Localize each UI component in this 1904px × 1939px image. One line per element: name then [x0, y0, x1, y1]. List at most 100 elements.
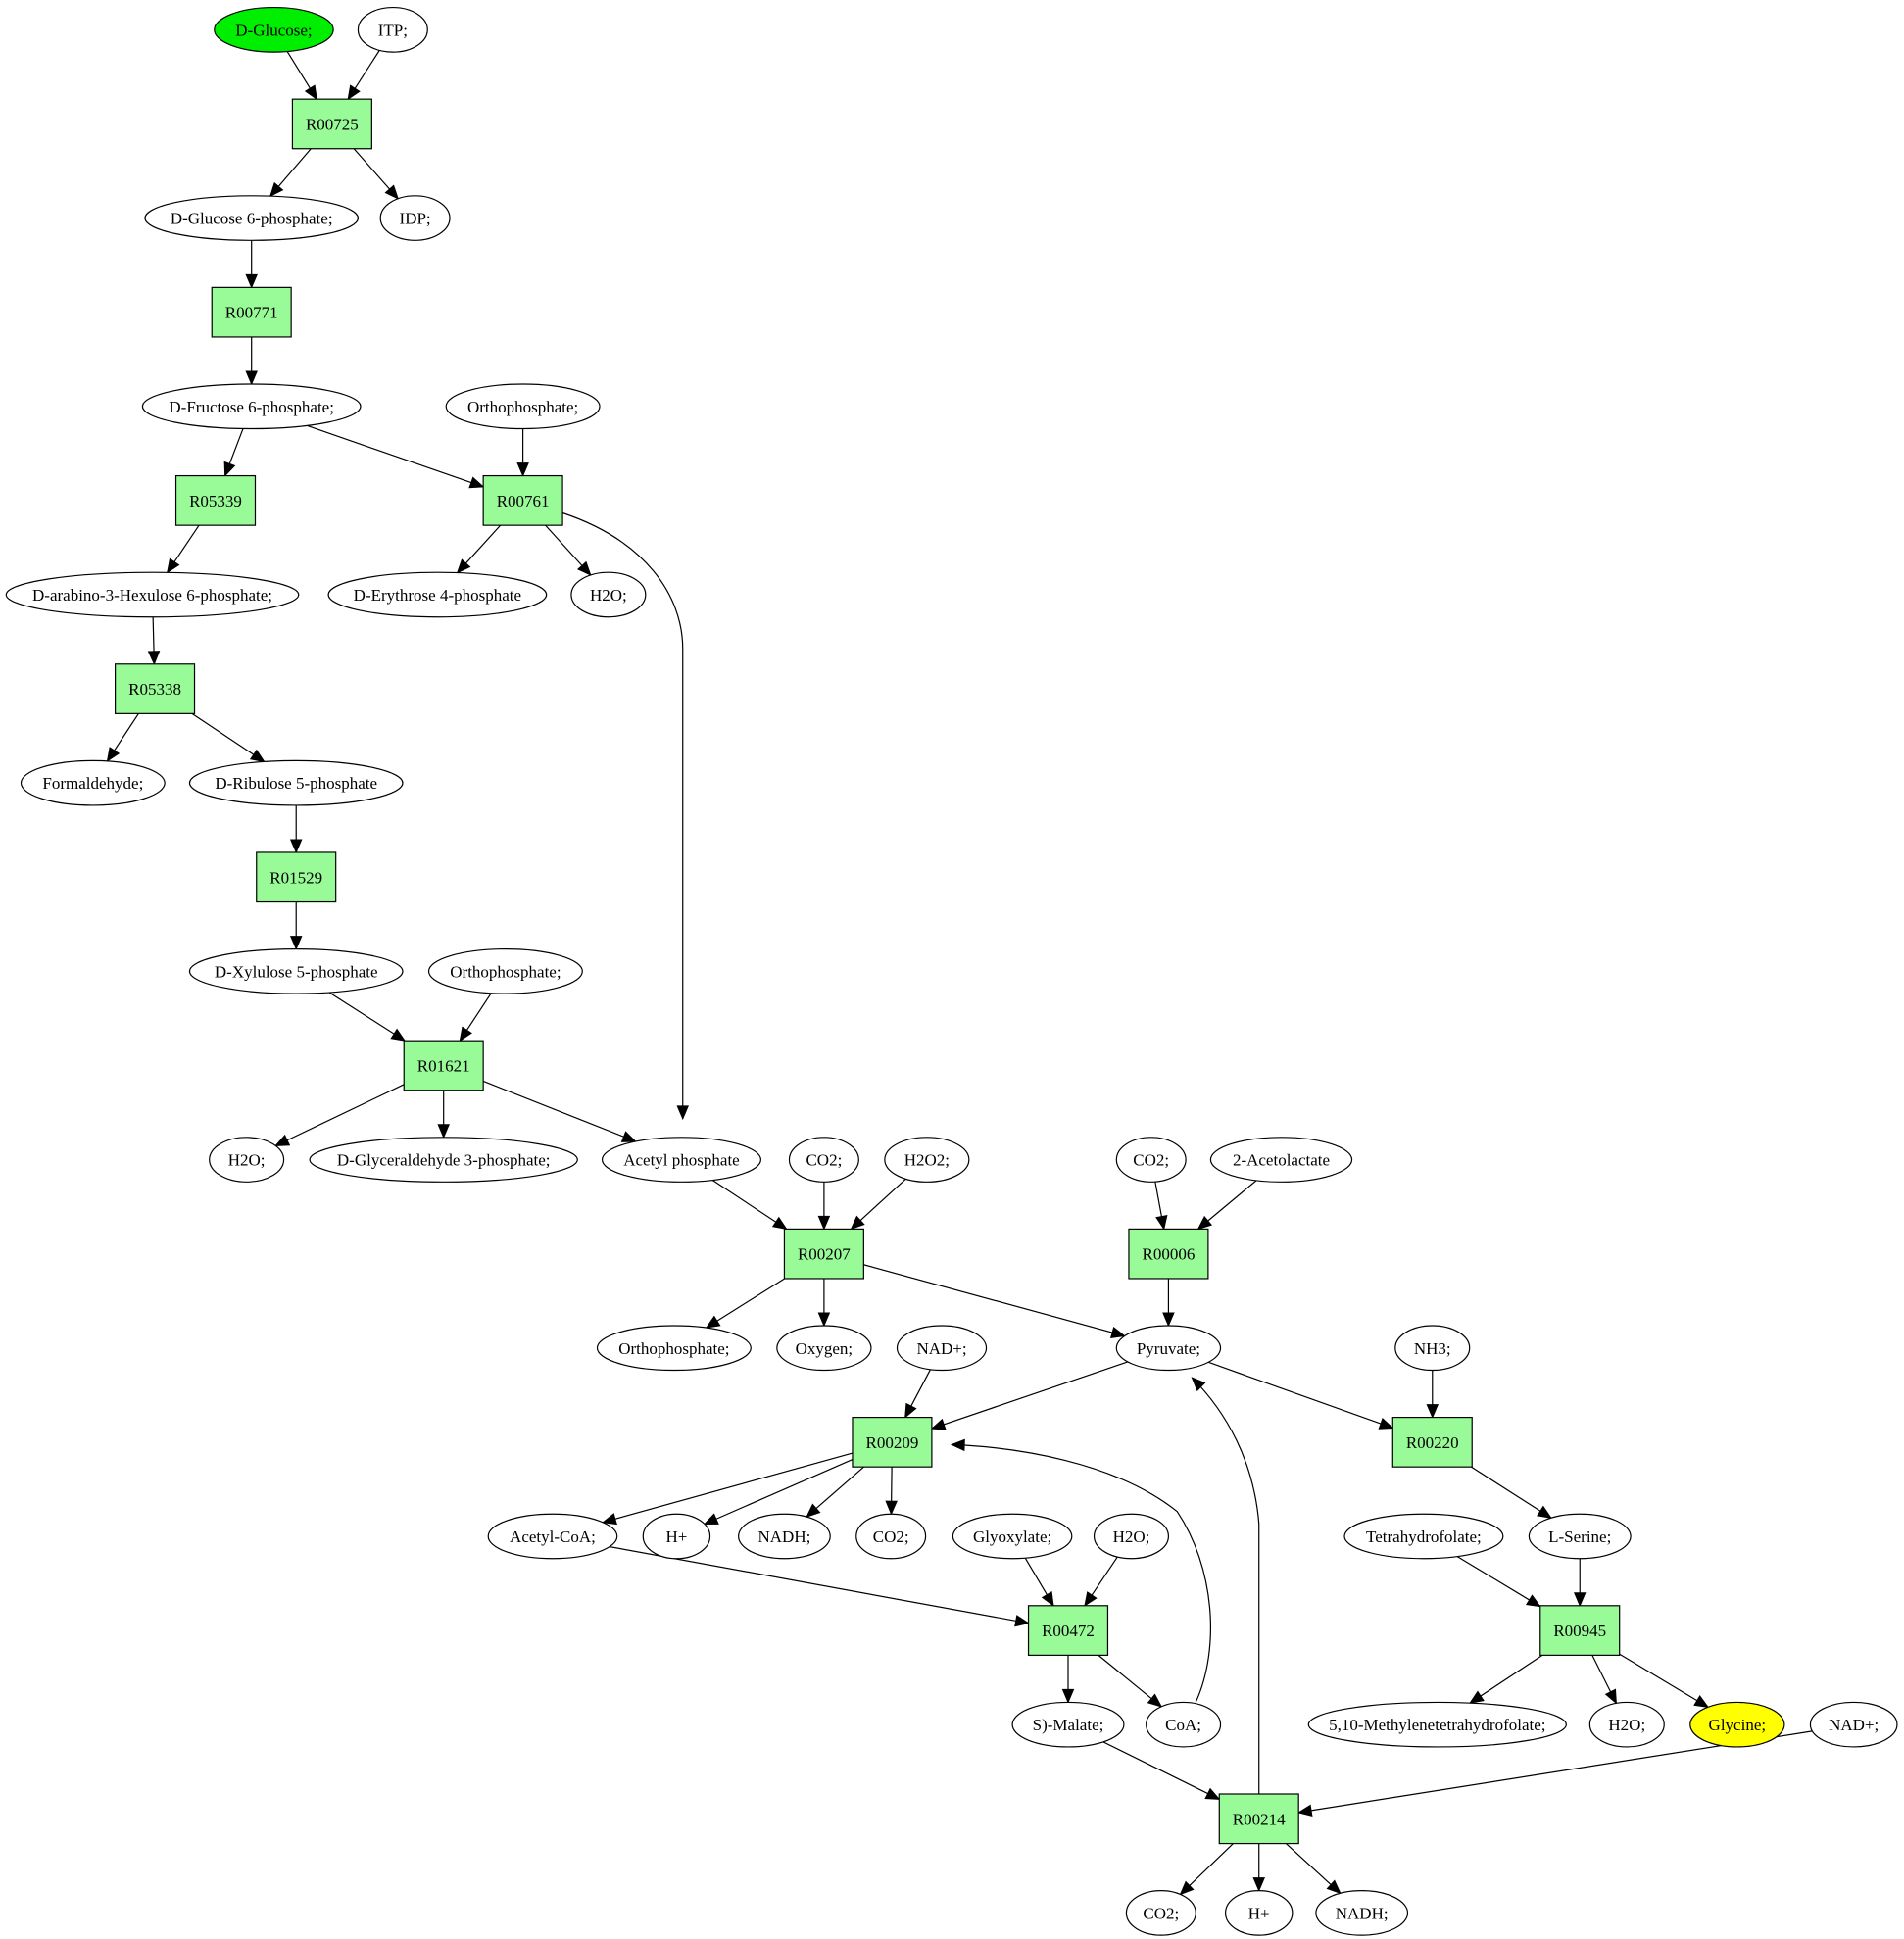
- arrowhead: [1014, 1615, 1030, 1627]
- edge-line: [1619, 1653, 1709, 1708]
- reaction-node-r-01529[interactable]: R01529: [256, 851, 337, 903]
- edge-c_glyoxylate-to-r_00472: [1024, 1557, 1054, 1607]
- compound-node-c-pyruvate[interactable]: Pyruvate;: [1115, 1325, 1222, 1372]
- edge-r_00209-to-c_acoa: [602, 1452, 854, 1526]
- node-label: R05338: [128, 680, 181, 699]
- arrowhead: [1604, 1688, 1617, 1705]
- compound-node-c-pi1[interactable]: Orthophosphate;: [445, 383, 601, 430]
- compound-node-c-nh3[interactable]: NH3;: [1394, 1325, 1471, 1372]
- edge-line: [711, 1180, 787, 1230]
- compound-node-c-nadh2[interactable]: NADH;: [1315, 1890, 1409, 1936]
- compound-ellipse: [1146, 1701, 1222, 1748]
- compound-node-c-xu5p[interactable]: D-Xylulose 5-phosphate: [188, 948, 404, 994]
- node-label: R00945: [1553, 1622, 1606, 1640]
- compound-node-c-acp[interactable]: Acetyl phosphate: [601, 1137, 762, 1183]
- compound-node-c-g6p[interactable]: D-Glucose 6-phosphate;: [144, 195, 360, 241]
- node-label: CO2;: [806, 1151, 842, 1170]
- compound-node-c-itp[interactable]: ITP;: [357, 6, 428, 53]
- compound-node-c-h2[interactable]: H+: [1224, 1890, 1294, 1936]
- edge-r_00207-to-c_oxygen: [817, 1278, 831, 1328]
- reaction-node-r-00214[interactable]: R00214: [1218, 1793, 1299, 1845]
- compound-node-c-co2c[interactable]: CO2;: [855, 1513, 927, 1560]
- compound-node-c-nad2[interactable]: NAD+;: [1809, 1701, 1898, 1748]
- reaction-node-r-00006[interactable]: R00006: [1128, 1228, 1209, 1280]
- compound-node-c-co2a[interactable]: CO2;: [788, 1137, 859, 1183]
- reaction-box: [1539, 1605, 1621, 1656]
- compound-node-c-h2o2b[interactable]: H2O2;: [884, 1137, 970, 1183]
- arrowhead: [1147, 1693, 1163, 1708]
- compound-node-c-e4p[interactable]: D-Erythrose 4-phosphate: [327, 571, 548, 618]
- node-label: D-arabino-3-Hexulose 6-phosphate;: [32, 586, 272, 605]
- compound-node-c-thf[interactable]: Tetrahydrofolate;: [1343, 1513, 1504, 1560]
- node-label: CoA;: [1165, 1716, 1201, 1734]
- reaction-node-r-00761[interactable]: R00761: [482, 474, 563, 526]
- reaction-node-r-00220[interactable]: R00220: [1391, 1416, 1473, 1468]
- compound-node-c-pi2[interactable]: Orthophosphate;: [427, 948, 583, 994]
- arrowhead: [1252, 1877, 1265, 1892]
- arrowhead: [1573, 1592, 1587, 1608]
- edge-r_01621-to-c_acp: [482, 1080, 637, 1142]
- compound-node-c-dglucose[interactable]: D-Glucose;: [214, 6, 334, 53]
- reaction-node-r-01621[interactable]: R01621: [403, 1040, 484, 1091]
- edge-c_malate-to-r_00214: [1102, 1741, 1221, 1800]
- reaction-node-r-05338[interactable]: R05338: [114, 663, 196, 714]
- reaction-node-r-00209[interactable]: R00209: [852, 1416, 933, 1468]
- node-label: R01529: [269, 868, 322, 887]
- node-label: R00761: [497, 492, 550, 510]
- compound-ellipse: [596, 1325, 752, 1372]
- compound-node-c-h1[interactable]: H+: [642, 1513, 711, 1560]
- compound-node-c-pi3[interactable]: Orthophosphate;: [596, 1325, 752, 1372]
- edge-line: [1456, 1556, 1541, 1608]
- reaction-node-r-00725[interactable]: R00725: [291, 98, 372, 150]
- compound-node-c-gap[interactable]: D-Glyceraldehyde 3-phosphate;: [309, 1137, 578, 1183]
- node-label: Orthophosphate;: [450, 962, 561, 981]
- compound-node-c-coa[interactable]: CoA;: [1146, 1701, 1222, 1748]
- node-label: Orthophosphate;: [467, 398, 578, 416]
- arrowhead: [304, 84, 317, 101]
- arrowhead: [289, 839, 303, 854]
- edge-line: [561, 511, 684, 1119]
- edge-r_00220-to-c_serine: [1471, 1466, 1552, 1519]
- compound-node-c-h2o1[interactable]: H2O;: [570, 571, 647, 618]
- arrowhead: [1155, 1214, 1168, 1231]
- compound-node-c-idp[interactable]: IDP;: [379, 195, 451, 241]
- compound-node-c-glycine[interactable]: Glycine;: [1689, 1701, 1785, 1748]
- compound-node-c-h2o3[interactable]: H2O;: [1093, 1513, 1170, 1560]
- compound-node-c-serine[interactable]: L-Serine;: [1528, 1513, 1632, 1560]
- reaction-node-r-00771[interactable]: R00771: [211, 286, 292, 338]
- reaction-node-r-05339[interactable]: R05339: [174, 474, 257, 526]
- compound-node-c-glyoxylate[interactable]: Glyoxylate;: [952, 1513, 1073, 1560]
- edge-c_ru5p-to-r_01529: [289, 804, 303, 854]
- compound-node-c-h2o2[interactable]: H2O;: [209, 1137, 285, 1183]
- compound-node-c-nadh1[interactable]: NADH;: [738, 1513, 831, 1560]
- arrowhead: [274, 1134, 291, 1146]
- compound-node-c-f6p[interactable]: D-Fructose 6-phosphate;: [141, 383, 362, 430]
- compound-node-c-h2o4[interactable]: H2O;: [1588, 1701, 1665, 1748]
- reaction-node-r-00472[interactable]: R00472: [1027, 1605, 1109, 1656]
- edge-c_acoa-to-r_00472: [610, 1546, 1030, 1627]
- node-label: H+: [1248, 1904, 1270, 1922]
- compound-node-c-malate[interactable]: S)-Malate;: [1011, 1701, 1125, 1748]
- node-label: Glyoxylate;: [973, 1527, 1051, 1546]
- reaction-node-r-00207[interactable]: R00207: [783, 1228, 864, 1280]
- compound-node-c-acetolactate[interactable]: 2-Acetolactate: [1209, 1137, 1353, 1183]
- node-label: Tetrahydrofolate;: [1366, 1527, 1482, 1546]
- reaction-node-r-00945[interactable]: R00945: [1539, 1605, 1621, 1656]
- arrowhead: [676, 1105, 689, 1121]
- edge-c_dglucose-to-r_00725: [286, 51, 317, 101]
- compound-node-c-oxygen[interactable]: Oxygen;: [776, 1325, 872, 1372]
- edge-r_01621-to-c_h2o2: [274, 1084, 405, 1146]
- compound-node-c-ru5p[interactable]: D-Ribulose 5-phosphate: [188, 759, 404, 806]
- node-label: ITP;: [378, 21, 408, 39]
- compound-node-c-formaldehyde[interactable]: Formaldehyde;: [20, 759, 166, 806]
- compound-node-c-methylene[interactable]: 5,10-Methylenetetrahydrofolate;: [1307, 1701, 1567, 1748]
- edge-c_h2o3-to-r_00472: [1084, 1556, 1118, 1607]
- compound-node-c-hexulose[interactable]: D-arabino-3-Hexulose 6-phosphate;: [5, 571, 300, 618]
- edge-r_00006-to-c_pyruvate: [1162, 1278, 1175, 1328]
- edge-r_00472-to-c_coa: [1098, 1654, 1163, 1708]
- compound-node-c-co2b[interactable]: CO2;: [1115, 1137, 1187, 1183]
- compound-node-c-co2d[interactable]: CO2;: [1125, 1890, 1196, 1936]
- edge-r_00945-to-c_methylene: [1469, 1654, 1543, 1704]
- compound-node-c-nad1[interactable]: NAD+;: [896, 1325, 988, 1372]
- compound-node-c-acoa[interactable]: Acetyl-CoA;: [487, 1513, 618, 1560]
